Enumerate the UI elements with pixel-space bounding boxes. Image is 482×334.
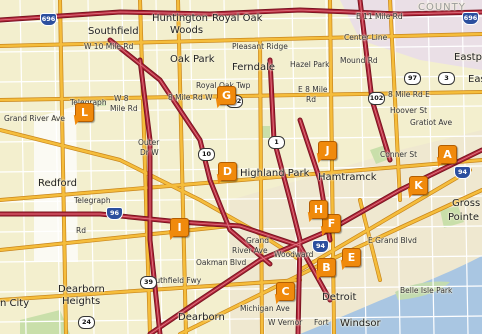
route-shield-696-e: 696 [462,12,479,25]
arterial-road [0,32,482,48]
location-marker-j[interactable]: J [313,141,337,165]
arterial-road [328,0,336,334]
location-marker-d[interactable]: D [213,162,237,186]
route-shield-94-e: 94 [454,166,471,179]
park-area [262,126,270,138]
freeway-centerline [0,9,482,21]
park-area [440,206,464,228]
route-shield-96: 96 [106,207,123,220]
location-marker-letter: I [177,221,182,234]
minor-road [0,15,482,23]
arterial-road [0,224,232,252]
arterial-road [0,278,302,302]
route-shield-94-c: 94 [312,240,329,253]
arterial-road [176,0,188,334]
location-marker-letter: K [414,179,423,192]
route-shield-696: 696 [40,13,57,26]
location-marker-letter: D [222,165,233,178]
arterial-road [58,0,68,334]
location-marker-letter: A [443,148,452,161]
minor-road [0,255,482,263]
arterial-road [0,128,302,262]
minor-road [121,0,129,334]
location-marker-letter: L [80,106,88,119]
route-shield-10: 10 [198,148,215,161]
location-marker-f[interactable]: F [317,214,341,238]
minor-road [19,0,27,334]
minor-road [0,45,482,53]
location-marker-b[interactable]: B [312,258,336,282]
location-marker-letter: E [347,251,356,264]
route-shield-39: 39 [140,276,157,289]
minor-road [189,0,197,334]
freeway-centerline [269,59,301,334]
minor-road [53,0,61,334]
route-shield-102-e: 102 [368,92,385,105]
minor-road [0,135,482,143]
route-shield-3: 3 [438,72,455,85]
minor-road [0,75,482,83]
arterial-road [258,38,264,334]
detroit-river [300,256,482,334]
minor-road [325,0,333,334]
location-marker-letter: C [281,285,290,298]
location-marker-letter: G [221,89,232,102]
location-marker-e[interactable]: E [337,248,361,272]
location-marker-letter: B [322,261,331,274]
route-shield-97: 97 [404,72,421,85]
location-marker-i[interactable]: I [165,218,189,242]
minor-road [155,0,163,334]
location-marker-k[interactable]: K [404,176,428,200]
location-marker-a[interactable]: A [433,145,457,169]
location-marker-letter: F [327,217,336,230]
route-shield-24: 24 [78,316,95,329]
arterial-road [388,0,402,202]
arterial-road [298,168,472,272]
minor-road [87,0,95,334]
location-marker-letter: H [313,203,324,216]
location-marker-h[interactable]: H [304,200,328,224]
freeway-centerline [0,213,331,301]
arterial-road [0,158,482,202]
minor-road [0,285,482,293]
location-marker-c[interactable]: C [271,282,295,306]
route-shield-1: 1 [268,136,285,149]
location-marker-l[interactable]: L [70,103,94,127]
location-marker-g[interactable]: G [212,86,236,110]
location-marker-letter: J [325,144,330,157]
